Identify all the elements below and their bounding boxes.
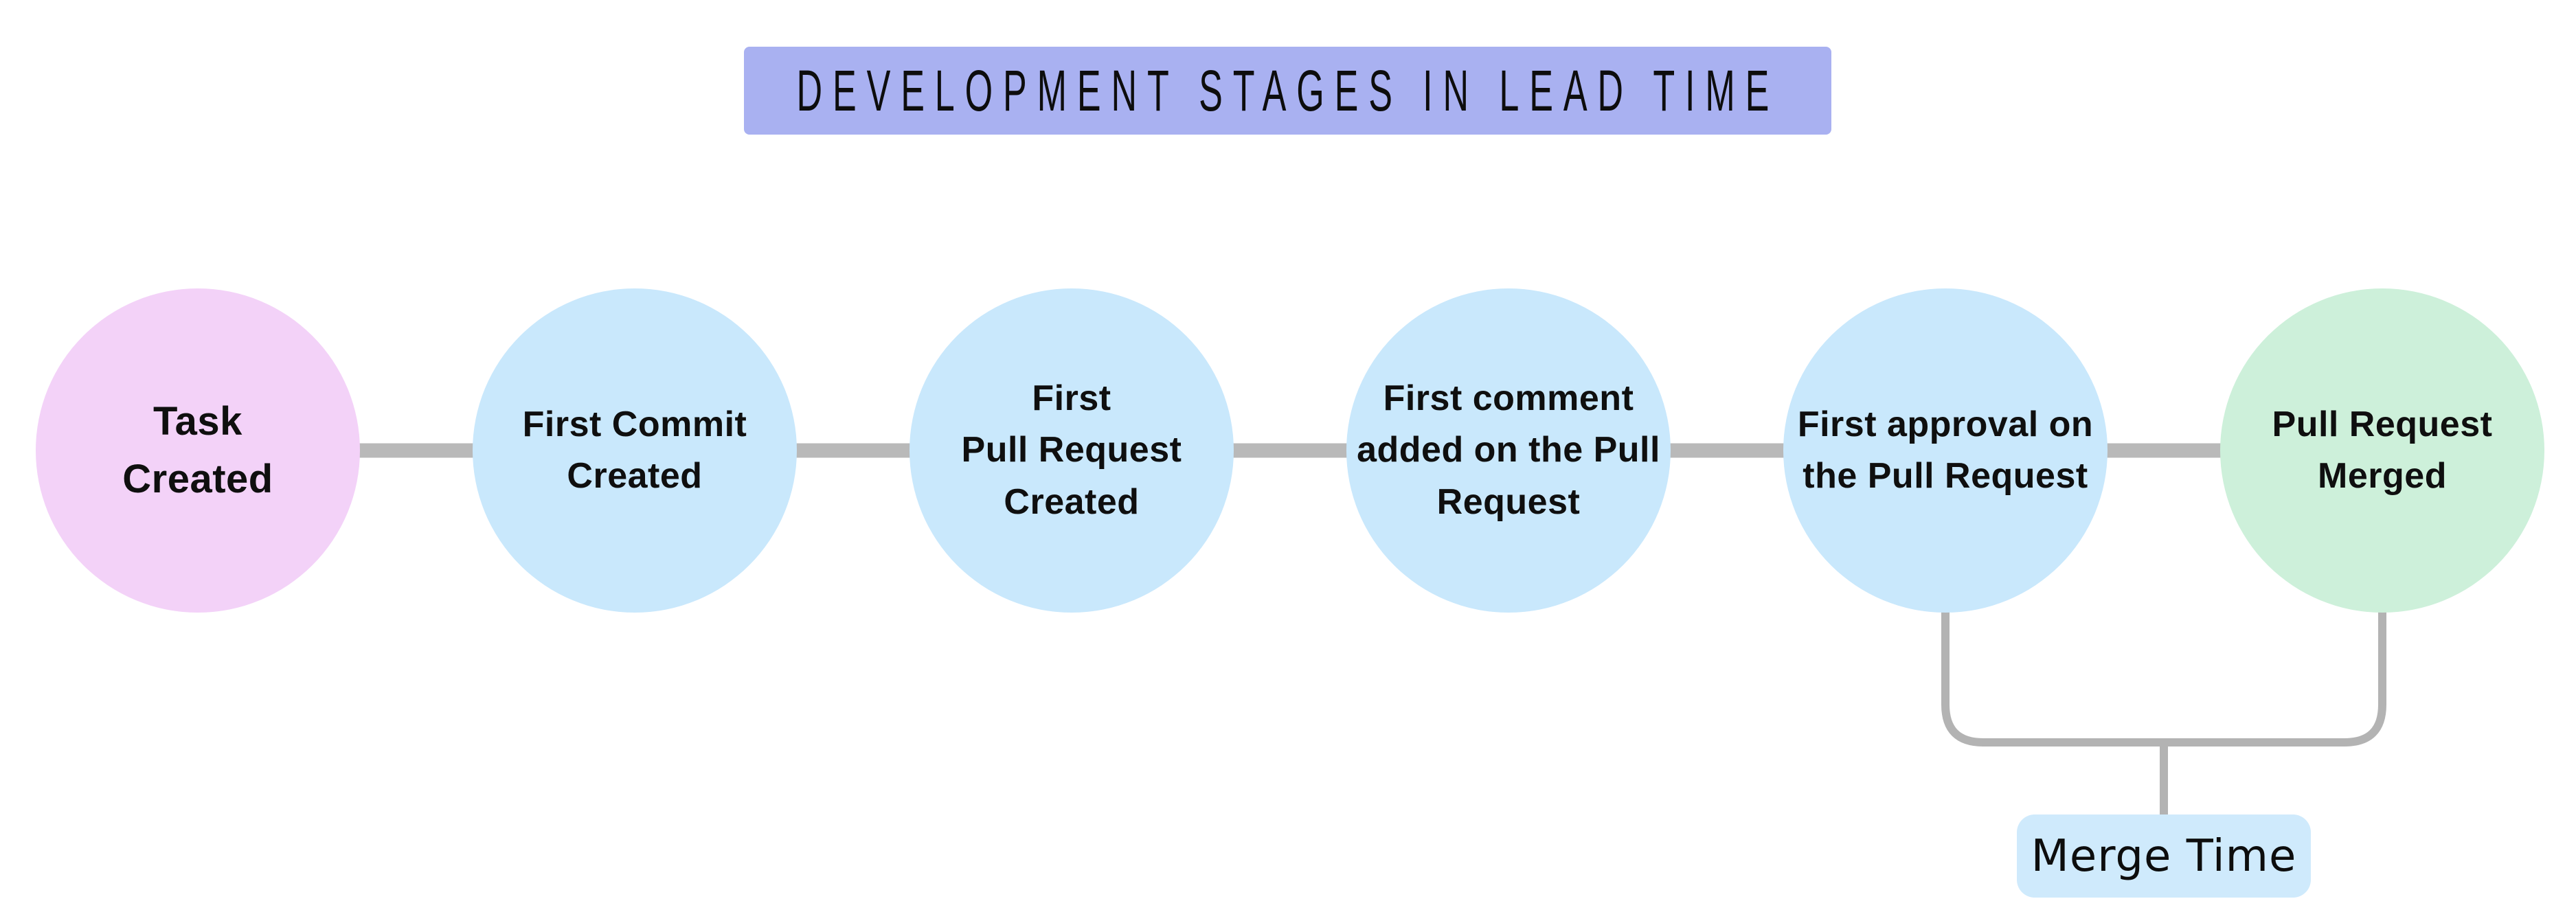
stage-label-first-comment-added: First comment added on the Pull Request [1357,378,1660,522]
stage-circle-task-created: Task Created [36,288,360,613]
stage-circle-first-pull-request-created: First Pull Request Created [909,288,1234,613]
stage-label-pull-request-merged: Pull Request Merged [2272,404,2493,496]
diagram-title: DEVELOPMENT STAGES IN LEAD TIME [796,58,1779,123]
stage-label-first-approval: First approval on the Pull Request [1797,404,2094,496]
merge-time-bracket [1941,611,2386,747]
stage-label-first-pull-request-created: First Pull Request Created [961,378,1182,522]
stage-circle-first-comment-added: First comment added on the Pull Request [1346,288,1671,613]
merge-time-label: Merge Time [2031,830,2297,882]
title-banner: DEVELOPMENT STAGES IN LEAD TIME [744,47,1831,135]
stage-label-first-commit-created: First Commit Created [522,404,747,496]
stage-label-task-created: Task Created [122,398,273,501]
stage-circle-first-approval: First approval on the Pull Request [1783,288,2108,613]
stage-circle-first-commit-created: First Commit Created [473,288,797,613]
stage-circle-pull-request-merged: Pull Request Merged [2220,288,2544,613]
merge-time-label-box: Merge Time [2017,814,2311,898]
